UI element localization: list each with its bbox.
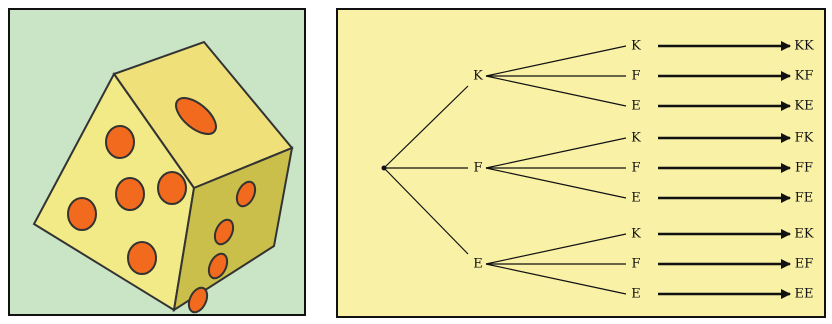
tree-node-level2: K xyxy=(631,131,641,146)
tree-branch-level2 xyxy=(485,233,627,265)
tree-node-level2: F xyxy=(631,161,640,176)
tree-branch-level2 xyxy=(485,137,627,169)
tree-node-level1: E xyxy=(473,257,483,272)
tree-branch-level1 xyxy=(383,167,469,255)
pip-side xyxy=(207,252,229,280)
tree-node-level2: E xyxy=(631,191,641,206)
outcome-label: EF xyxy=(795,257,814,272)
tree-node-level2: E xyxy=(631,99,641,114)
tree-branch-level2 xyxy=(485,167,627,199)
tree-branch-level2 xyxy=(485,263,627,295)
tree-node-level2: K xyxy=(631,227,641,242)
tree-node-level1: K xyxy=(473,69,483,84)
pip-top xyxy=(175,97,217,135)
tree-node-level1: F xyxy=(473,161,482,176)
outcome-label: EK xyxy=(794,227,813,242)
pip-front xyxy=(157,171,187,205)
pip-side xyxy=(213,218,235,246)
outcome-label: KE xyxy=(794,99,813,114)
dice-panel xyxy=(8,8,306,316)
pip-side xyxy=(187,286,209,314)
tree-node-level2: F xyxy=(631,69,640,84)
tree-branch-level1 xyxy=(383,85,469,169)
dice-illustration xyxy=(32,40,294,314)
tree-branch-level2 xyxy=(485,75,627,107)
outcome-label: EE xyxy=(795,287,814,302)
outcome-label: FF xyxy=(795,161,813,176)
outcome-label: FK xyxy=(795,131,814,146)
outcome-label: KK xyxy=(794,39,814,54)
tree-node-level2: E xyxy=(631,287,641,302)
tree-node-level2: K xyxy=(631,39,641,54)
pip-front xyxy=(67,197,97,231)
outcome-label: FE xyxy=(795,191,814,206)
pip-side xyxy=(235,180,257,208)
pip-front xyxy=(127,241,157,275)
pip-front xyxy=(115,177,145,211)
tree-node-level2: F xyxy=(631,257,640,272)
tree-branch-level2 xyxy=(485,45,627,77)
pip-front xyxy=(105,125,135,159)
outcome-label: KF xyxy=(795,69,814,84)
